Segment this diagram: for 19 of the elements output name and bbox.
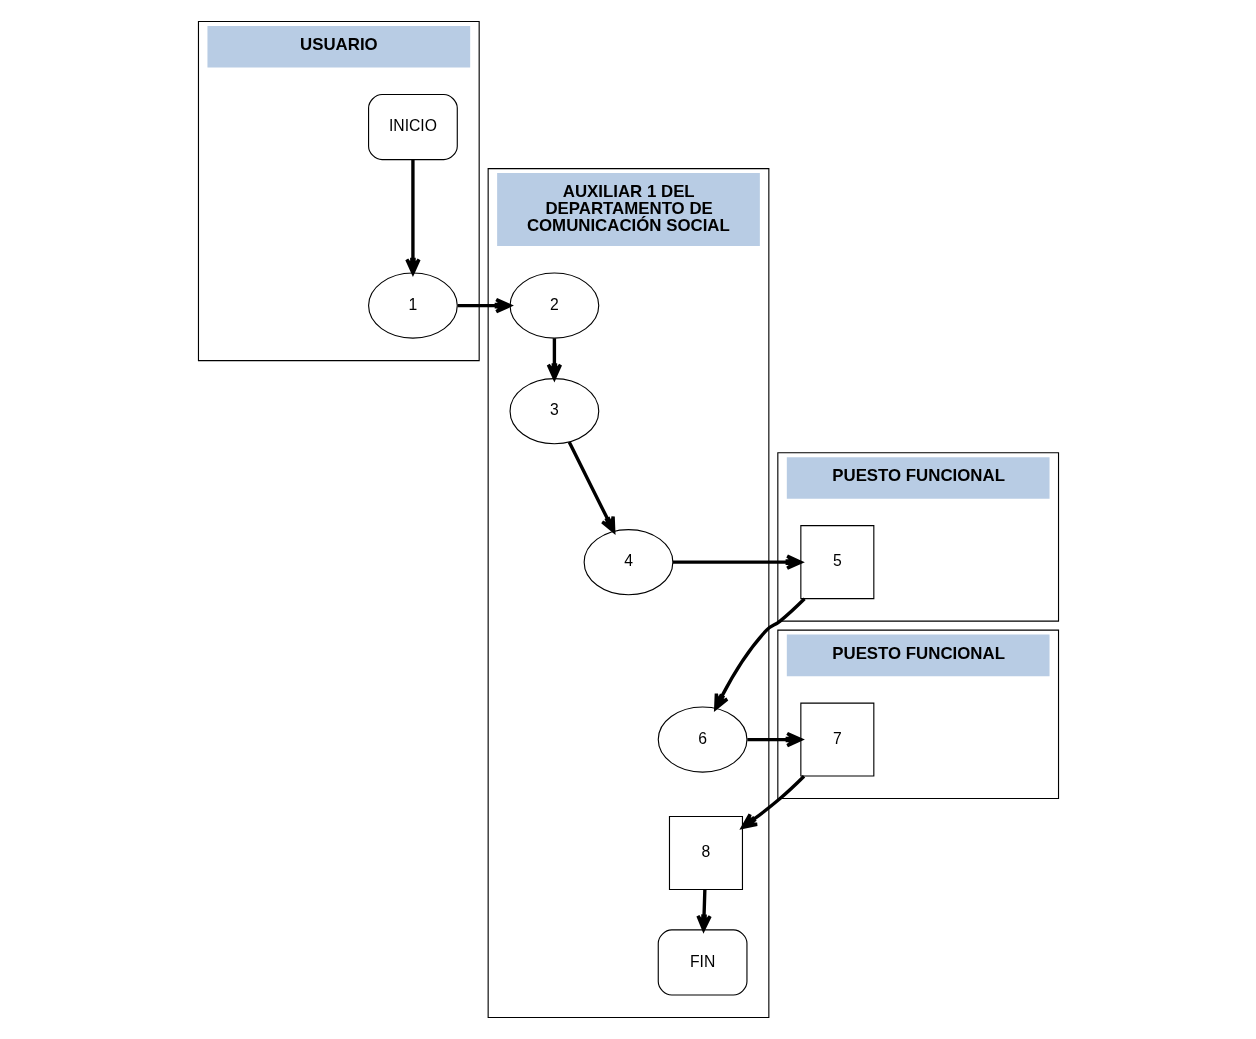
node-ellipse: 1 xyxy=(367,272,458,339)
arrow xyxy=(546,338,562,380)
node-ellipse: 2 xyxy=(509,272,599,339)
node-ellipse: 6 xyxy=(657,706,747,773)
node-box: INICIO xyxy=(367,93,458,161)
node-box: 5 xyxy=(799,525,874,600)
arrow xyxy=(740,775,805,829)
node-ellipse: 4 xyxy=(583,529,673,596)
arrow xyxy=(404,159,421,275)
arrow xyxy=(567,441,615,534)
node-box: FIN xyxy=(657,929,747,996)
node-ellipse: 3 xyxy=(509,378,599,445)
node-box: 8 xyxy=(668,815,743,890)
arrow xyxy=(713,597,806,711)
node-box: 7 xyxy=(799,702,874,777)
arrow xyxy=(695,889,712,932)
arrow xyxy=(457,297,511,314)
arrow xyxy=(672,554,802,570)
arrow xyxy=(746,731,802,748)
